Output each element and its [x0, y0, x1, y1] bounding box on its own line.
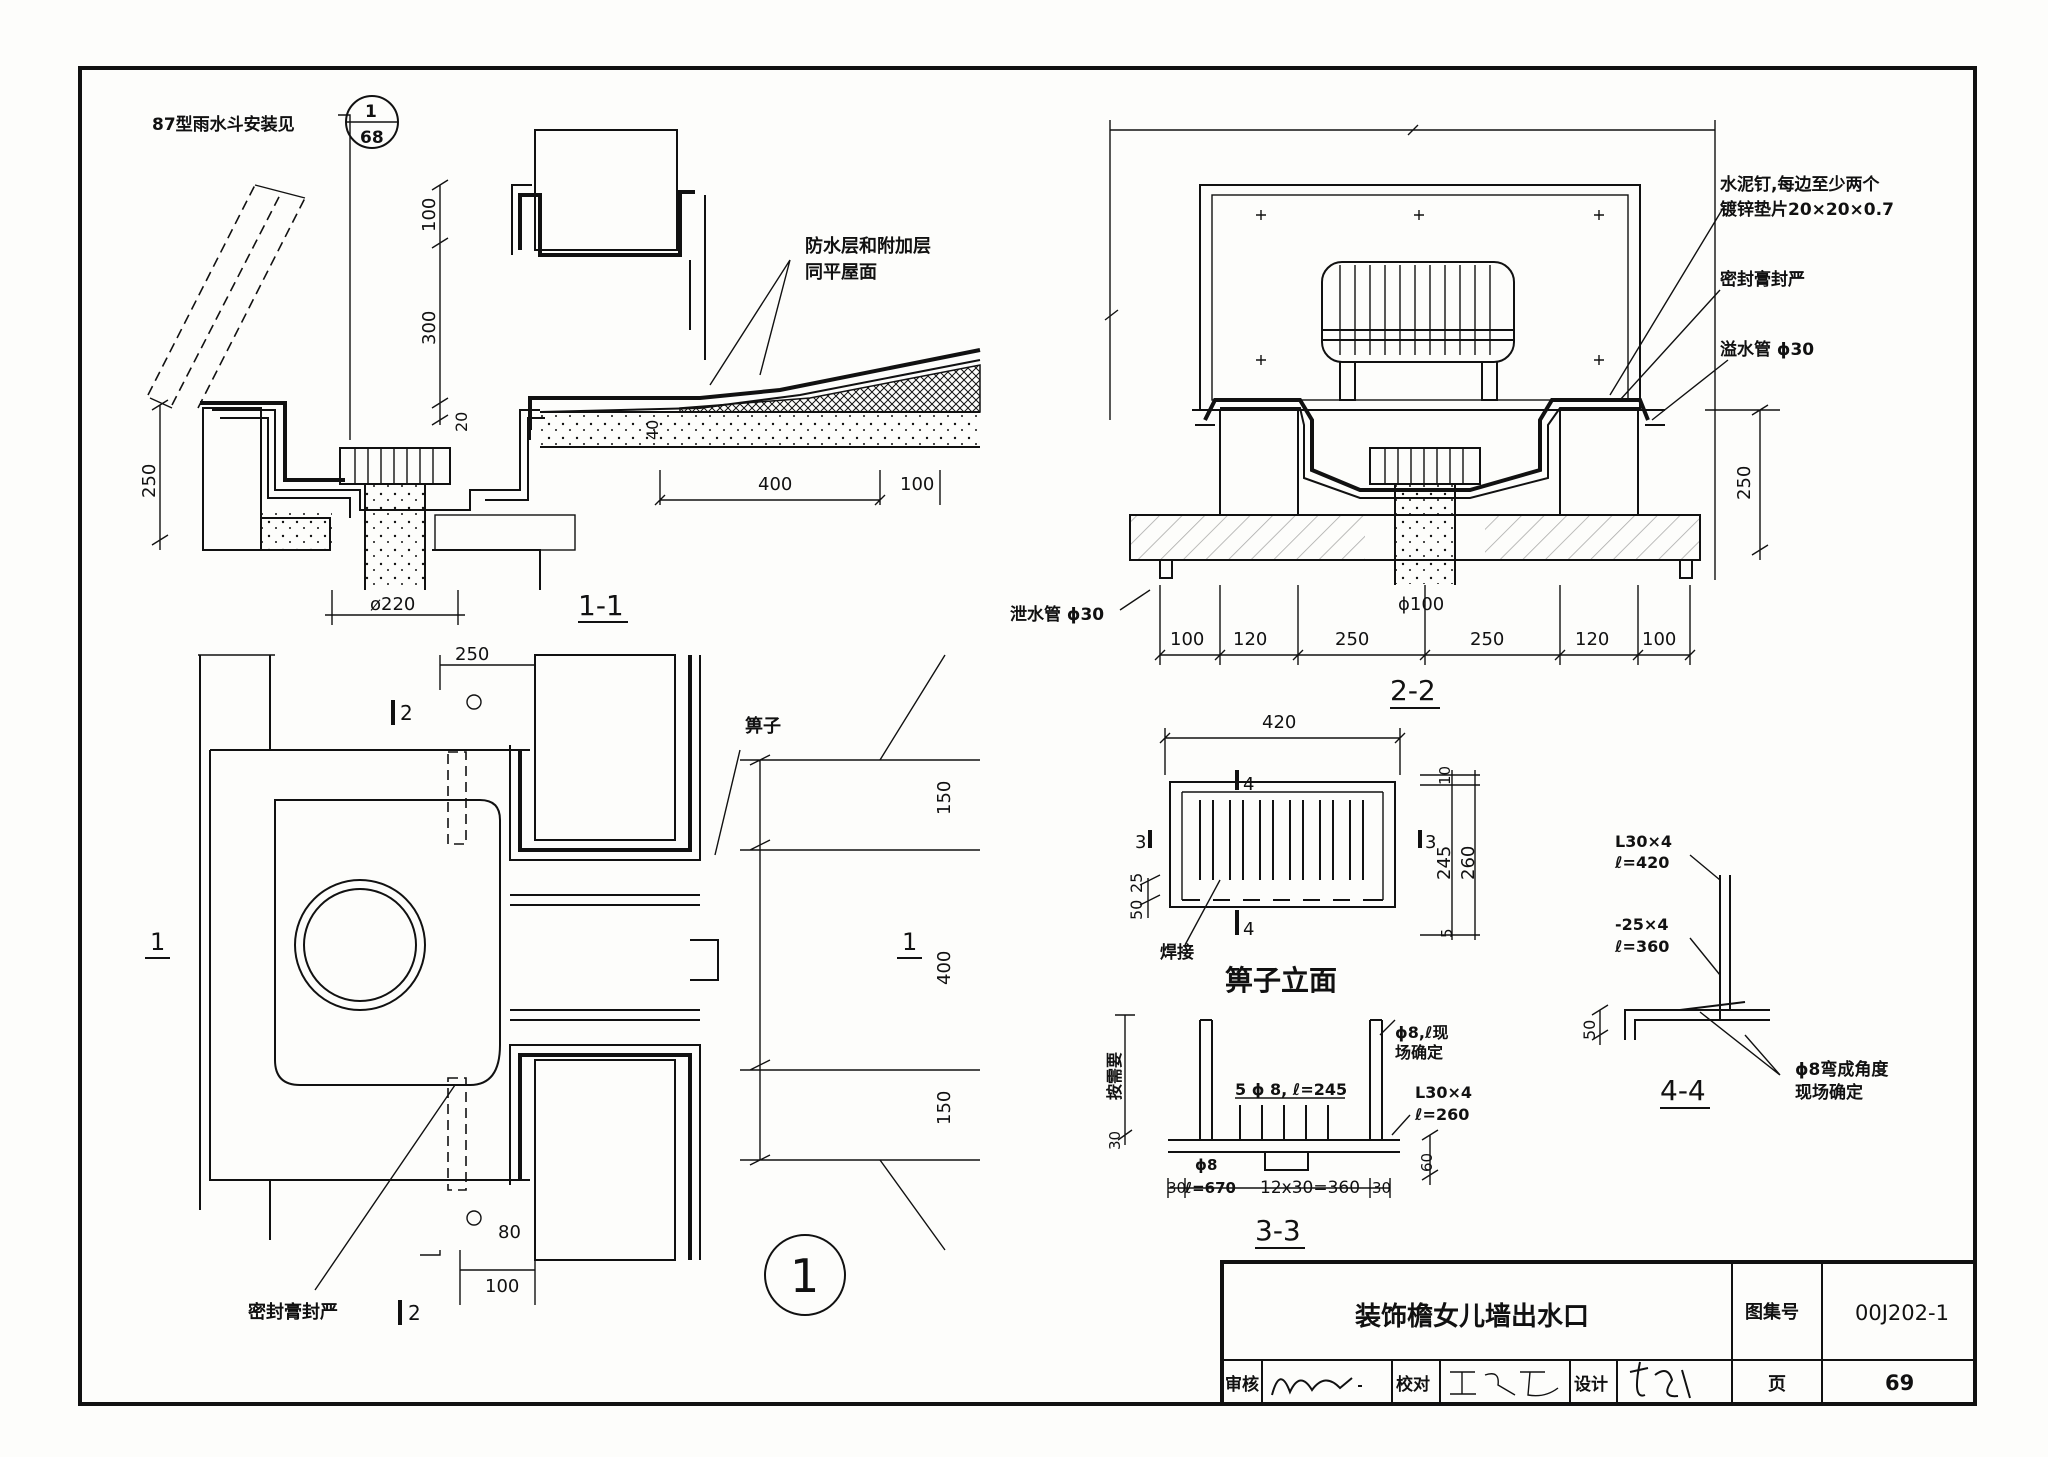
grate-elevation [1139, 728, 1480, 946]
dim-250-v: 250 [139, 464, 160, 498]
grate-dim-10: 10 [1436, 766, 1454, 785]
title-block [1220, 1260, 1977, 1406]
flat-l-note: ℓ=360 [1614, 937, 1669, 956]
dim-pipe-220: ø220 [370, 594, 415, 615]
atlas-label: 图集号 [1745, 1301, 1799, 1323]
angle-l-4-4: ℓ=420 [1614, 853, 1669, 872]
signature-designer [1629, 1361, 1691, 1399]
grate-cut-4-top: 4 [1243, 774, 1254, 795]
waterproof-note-1: 防水层和附加层 [805, 235, 931, 257]
grate-elevation-title: 箅子立面 [1225, 964, 1337, 997]
atlas-number: 00J202-1 [1855, 1301, 1949, 1325]
plan-dim-250: 250 [455, 644, 489, 665]
phi8-label: ϕ8 [1195, 1156, 1217, 1174]
grate-dim-5: 5 [1438, 928, 1456, 938]
grate-label: 箅子 [745, 715, 781, 737]
angle-note-4-4: L30×4 [1615, 832, 1672, 851]
sheet-border [78, 66, 1977, 1406]
plan-cut-1-left: 1 [150, 928, 165, 956]
section-3-3 [1115, 1014, 1439, 1198]
drawing-title: 装饰檐女儿墙出水口 [1355, 1301, 1589, 1332]
angle-note-3-3: L30×4 [1415, 1083, 1472, 1102]
design-label: 设计 [1574, 1374, 1608, 1395]
bars-note: 5 ϕ 8, ℓ=245 [1235, 1080, 1347, 1099]
dim-2-2-100b: 100 [1642, 629, 1676, 650]
plan-dim-100: 100 [485, 1276, 519, 1297]
detail-number: 1 [790, 1249, 819, 1303]
l670-label: ℓ=670 [1184, 1179, 1236, 1197]
dim-2-2-100a: 100 [1170, 629, 1204, 650]
dim-100-v: 100 [419, 198, 440, 232]
grate-dim-25: 25 [1127, 873, 1146, 893]
dim-100-h: 100 [900, 474, 934, 495]
overflow-pipe-note: 溢水管 ϕ30 [1720, 339, 1814, 360]
dim-40-v: 40 [643, 420, 662, 440]
section-2-2-title: 2-2 [1390, 674, 1436, 707]
drain-pipe-note: 泄水管 ϕ30 [1010, 604, 1104, 625]
page-label: 页 [1768, 1374, 1786, 1395]
dim-2-2-120b: 120 [1575, 629, 1609, 650]
rod-note: ϕ8,ℓ现 [1395, 1023, 1449, 1042]
nail-note-2: 镀锌垫片20×20×0.7 [1720, 199, 1894, 220]
dim-30-left: 30 [1167, 1179, 1186, 1197]
grate-cut-3-right: 3 [1425, 832, 1436, 853]
waterproof-note-2: 同平屋面 [805, 262, 877, 283]
grate-dim-245: 245 [1434, 846, 1455, 880]
plan-view [198, 654, 980, 1316]
dim-50-4-4: 50 [1580, 1020, 1599, 1040]
plan-dim-150a: 150 [934, 781, 955, 815]
angle-l-3-3: ℓ=260 [1414, 1105, 1469, 1124]
dim-2-2-250b: 250 [1470, 629, 1504, 650]
section-2-2 [1104, 120, 1780, 665]
dim-2-2-250-v: 250 [1734, 466, 1755, 500]
page-number: 69 [1885, 1371, 1914, 1395]
bend-note: ϕ8弯成角度 [1795, 1059, 1889, 1080]
grate-cut-3-left: 3 [1135, 832, 1146, 853]
dim-30-right: 30 [1372, 1179, 1391, 1197]
dim-400: 400 [758, 474, 792, 495]
dim-30-v: 30 [1106, 1131, 1124, 1150]
ref-num-text: 1 [365, 102, 377, 122]
span-label: 12x30=360 [1260, 1178, 1360, 1198]
dim-2-2-pipe: ϕ100 [1398, 594, 1444, 615]
grate-dim-260: 260 [1458, 846, 1479, 880]
flat-note: -25×4 [1615, 915, 1668, 934]
dim-300-v: 300 [419, 311, 440, 345]
plan-cut-1-right: 1 [902, 928, 917, 956]
section-1-1 [147, 95, 981, 625]
bend-note-2: 现场确定 [1795, 1082, 1863, 1103]
proof-label: 校对 [1396, 1374, 1430, 1395]
plan-cut-2-bottom: 2 [408, 1301, 421, 1325]
plan-dim-150b: 150 [934, 1091, 955, 1125]
dim-2-2-250a: 250 [1335, 629, 1369, 650]
grate-dim-420: 420 [1262, 712, 1296, 733]
section-1-1-title: 1-1 [578, 589, 624, 622]
rod-note-2: 场确定 [1395, 1043, 1443, 1062]
section-4-4-title: 4-4 [1660, 1074, 1706, 1107]
plan-dim-80: 80 [498, 1222, 521, 1243]
ref-page-text: 68 [360, 128, 384, 148]
as-needed-label: 按需要 [1105, 1052, 1124, 1100]
dim-20-v: 20 [452, 412, 471, 432]
grate-cut-4-bottom: 4 [1243, 919, 1254, 940]
weld-label: 焊接 [1160, 942, 1194, 963]
section-3-3-title: 3-3 [1255, 1214, 1301, 1247]
plan-dim-400: 400 [934, 951, 955, 985]
grate-dim-50: 50 [1127, 900, 1146, 920]
signature-proofreader [1450, 1371, 1559, 1397]
sealant-note-2-2: 密封膏封严 [1720, 269, 1805, 290]
review-label: 审核 [1225, 1374, 1259, 1395]
signature-reviewer [1271, 1377, 1362, 1396]
plan-cut-2-top: 2 [400, 701, 413, 725]
section-4-4 [1591, 854, 1781, 1076]
dim-2-2-120a: 120 [1233, 629, 1267, 650]
ref-note-text: 87型雨水斗安装见 [152, 114, 295, 135]
nail-note-1: 水泥钉,每边至少两个 [1720, 174, 1880, 195]
plan-sealant-label: 密封膏封严 [248, 1301, 338, 1323]
dim-60-v: 60 [1418, 1153, 1436, 1172]
